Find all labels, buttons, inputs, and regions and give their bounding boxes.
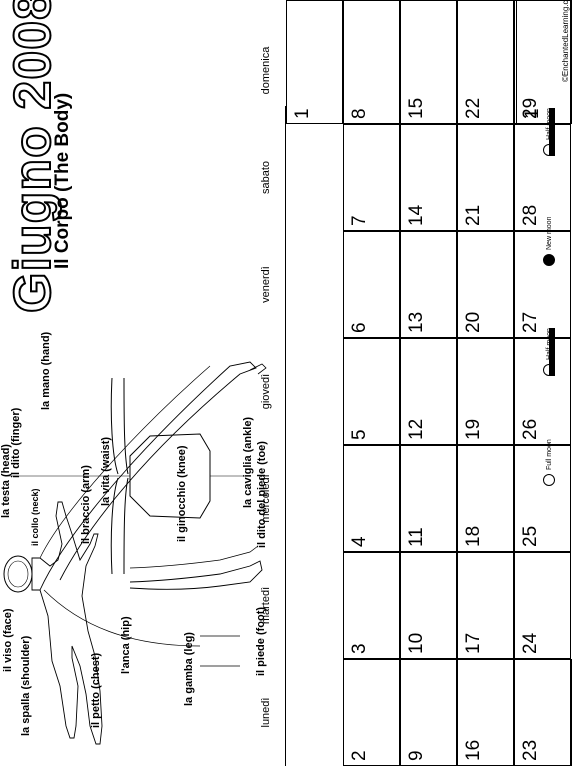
day-cell: 28	[514, 124, 571, 231]
day-cell: 12	[400, 338, 457, 445]
label-hand: la mano (hand)	[40, 331, 52, 410]
day-number: 12	[406, 418, 427, 440]
label-leg: la gamba (leg)	[183, 632, 195, 706]
day-number: 3	[349, 643, 370, 654]
day-cell: 19	[457, 338, 514, 445]
day-number: 4	[349, 536, 370, 547]
day-tuesday: martedì	[260, 586, 272, 625]
day-cell: 15	[400, 0, 457, 124]
day-cell: 8	[343, 0, 400, 124]
day-cell: 20	[457, 231, 514, 338]
day-cell: 18	[457, 445, 514, 552]
day-cell: 16	[457, 659, 514, 766]
day-cell: 2	[343, 659, 400, 766]
day-number: 23	[520, 739, 541, 761]
label-chest: il petto (chest)	[90, 652, 102, 728]
day-sunday: domenica	[260, 46, 272, 95]
day-cell: 23	[514, 659, 571, 766]
day-cell: 1	[286, 0, 343, 124]
day-cell: 29	[514, 0, 571, 124]
label-finger: il dito (finger)	[10, 407, 22, 478]
label-face: il viso (face)	[2, 608, 14, 672]
label-ankle: la caviglia (ankle)	[242, 416, 254, 508]
day-number: 25	[520, 525, 541, 547]
day-cell: 24	[514, 552, 571, 659]
day-monday: lunedì	[260, 697, 272, 728]
day-cell: 6	[343, 231, 400, 338]
day-number: 26	[520, 418, 541, 440]
day-number: 5	[349, 429, 370, 440]
day-cell: 17	[457, 552, 514, 659]
day-cell: 4	[343, 445, 400, 552]
day-number: 28	[520, 204, 541, 226]
day-cell: 9	[400, 659, 457, 766]
day-number: 11	[406, 527, 427, 547]
body-figure	[0, 356, 260, 596]
day-cell: 5	[343, 338, 400, 445]
day-number: 15	[406, 97, 427, 119]
day-number: 8	[349, 108, 370, 119]
day-cell: 25	[514, 445, 571, 552]
label-knee: il ginocchio (knee)	[176, 445, 188, 542]
day-cell: 14	[400, 124, 457, 231]
day-number: 24	[520, 632, 541, 654]
day-friday: venerdì	[260, 266, 272, 303]
day-cell: 3	[343, 552, 400, 659]
label-arm: il braccio (arm)	[80, 465, 92, 544]
day-number: 27	[520, 311, 541, 333]
day-number: 18	[463, 525, 484, 547]
day-number: 2	[349, 750, 370, 761]
day-cell: 7	[343, 124, 400, 231]
day-number: 9	[406, 750, 427, 761]
day-number: 29	[520, 97, 541, 119]
day-thursday: giovedì	[260, 373, 272, 410]
label-waist: la vita (waist)	[100, 436, 112, 506]
day-number: 7	[349, 215, 370, 226]
label-hip: l'anca (hip)	[120, 616, 132, 674]
day-number: 1	[292, 108, 313, 119]
day-cell: 26	[514, 338, 571, 445]
body-figure-drawing	[5, 377, 250, 575]
day-number: 13	[406, 311, 427, 333]
day-number: 16	[463, 739, 484, 761]
day-cell: 21	[457, 124, 514, 231]
day-cell: 27	[514, 231, 571, 338]
day-number: 17	[463, 632, 484, 654]
label-neck: il collo (neck)	[30, 488, 40, 546]
day-cell: 11	[400, 445, 457, 552]
day-number: 6	[349, 322, 370, 333]
day-number: 21	[463, 204, 484, 226]
day-number: 22	[463, 97, 484, 119]
day-cell: 13	[400, 231, 457, 338]
day-number: 14	[406, 204, 427, 226]
label-shoulder: la spalla (shoulder)	[20, 635, 32, 736]
day-number: 20	[463, 311, 484, 333]
day-cell: 10	[400, 552, 457, 659]
weekday-header: lunedì martedì mercoledì giovedì venerdì…	[260, 0, 286, 766]
day-saturday: sabato	[260, 160, 272, 195]
day-cell: 22	[457, 0, 514, 124]
day-wednesday: mercoledì	[260, 474, 272, 523]
day-number: 10	[406, 632, 427, 654]
day-number: 19	[463, 418, 484, 440]
